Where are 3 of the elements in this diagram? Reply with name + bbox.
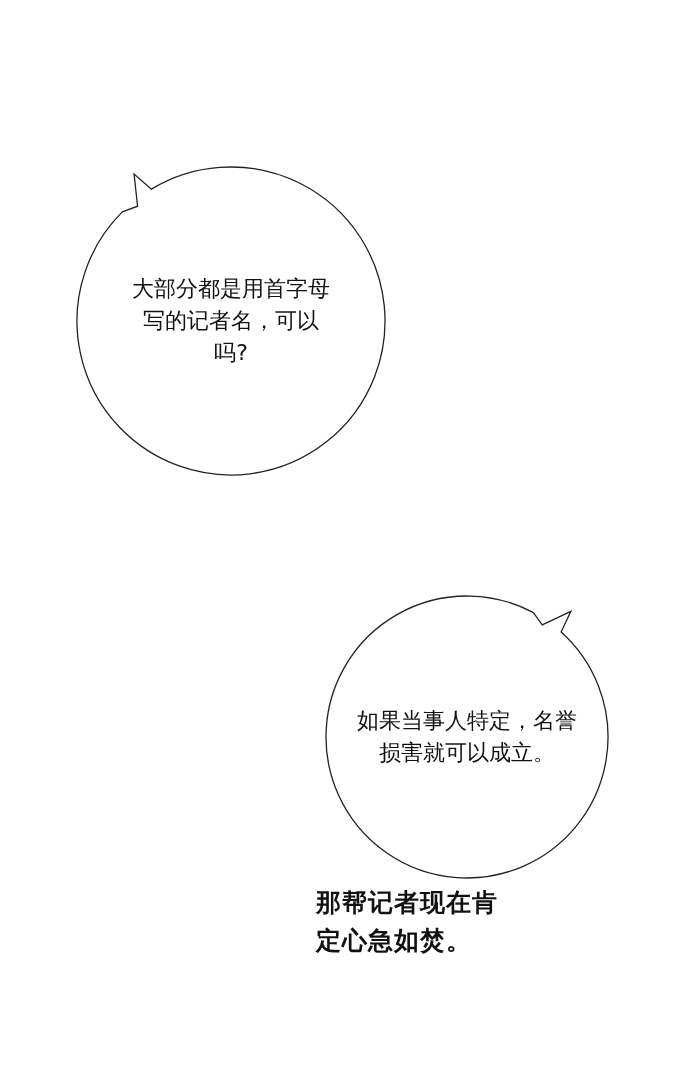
speech-text: 如果当事人特定，名誉损害就可以成立。 xyxy=(356,707,578,767)
narration-text: 那帮记者现在肯定心急如焚。 xyxy=(316,887,499,957)
speech-text: 大部分都是用首字母写的记者名，可以吗? xyxy=(131,275,331,367)
